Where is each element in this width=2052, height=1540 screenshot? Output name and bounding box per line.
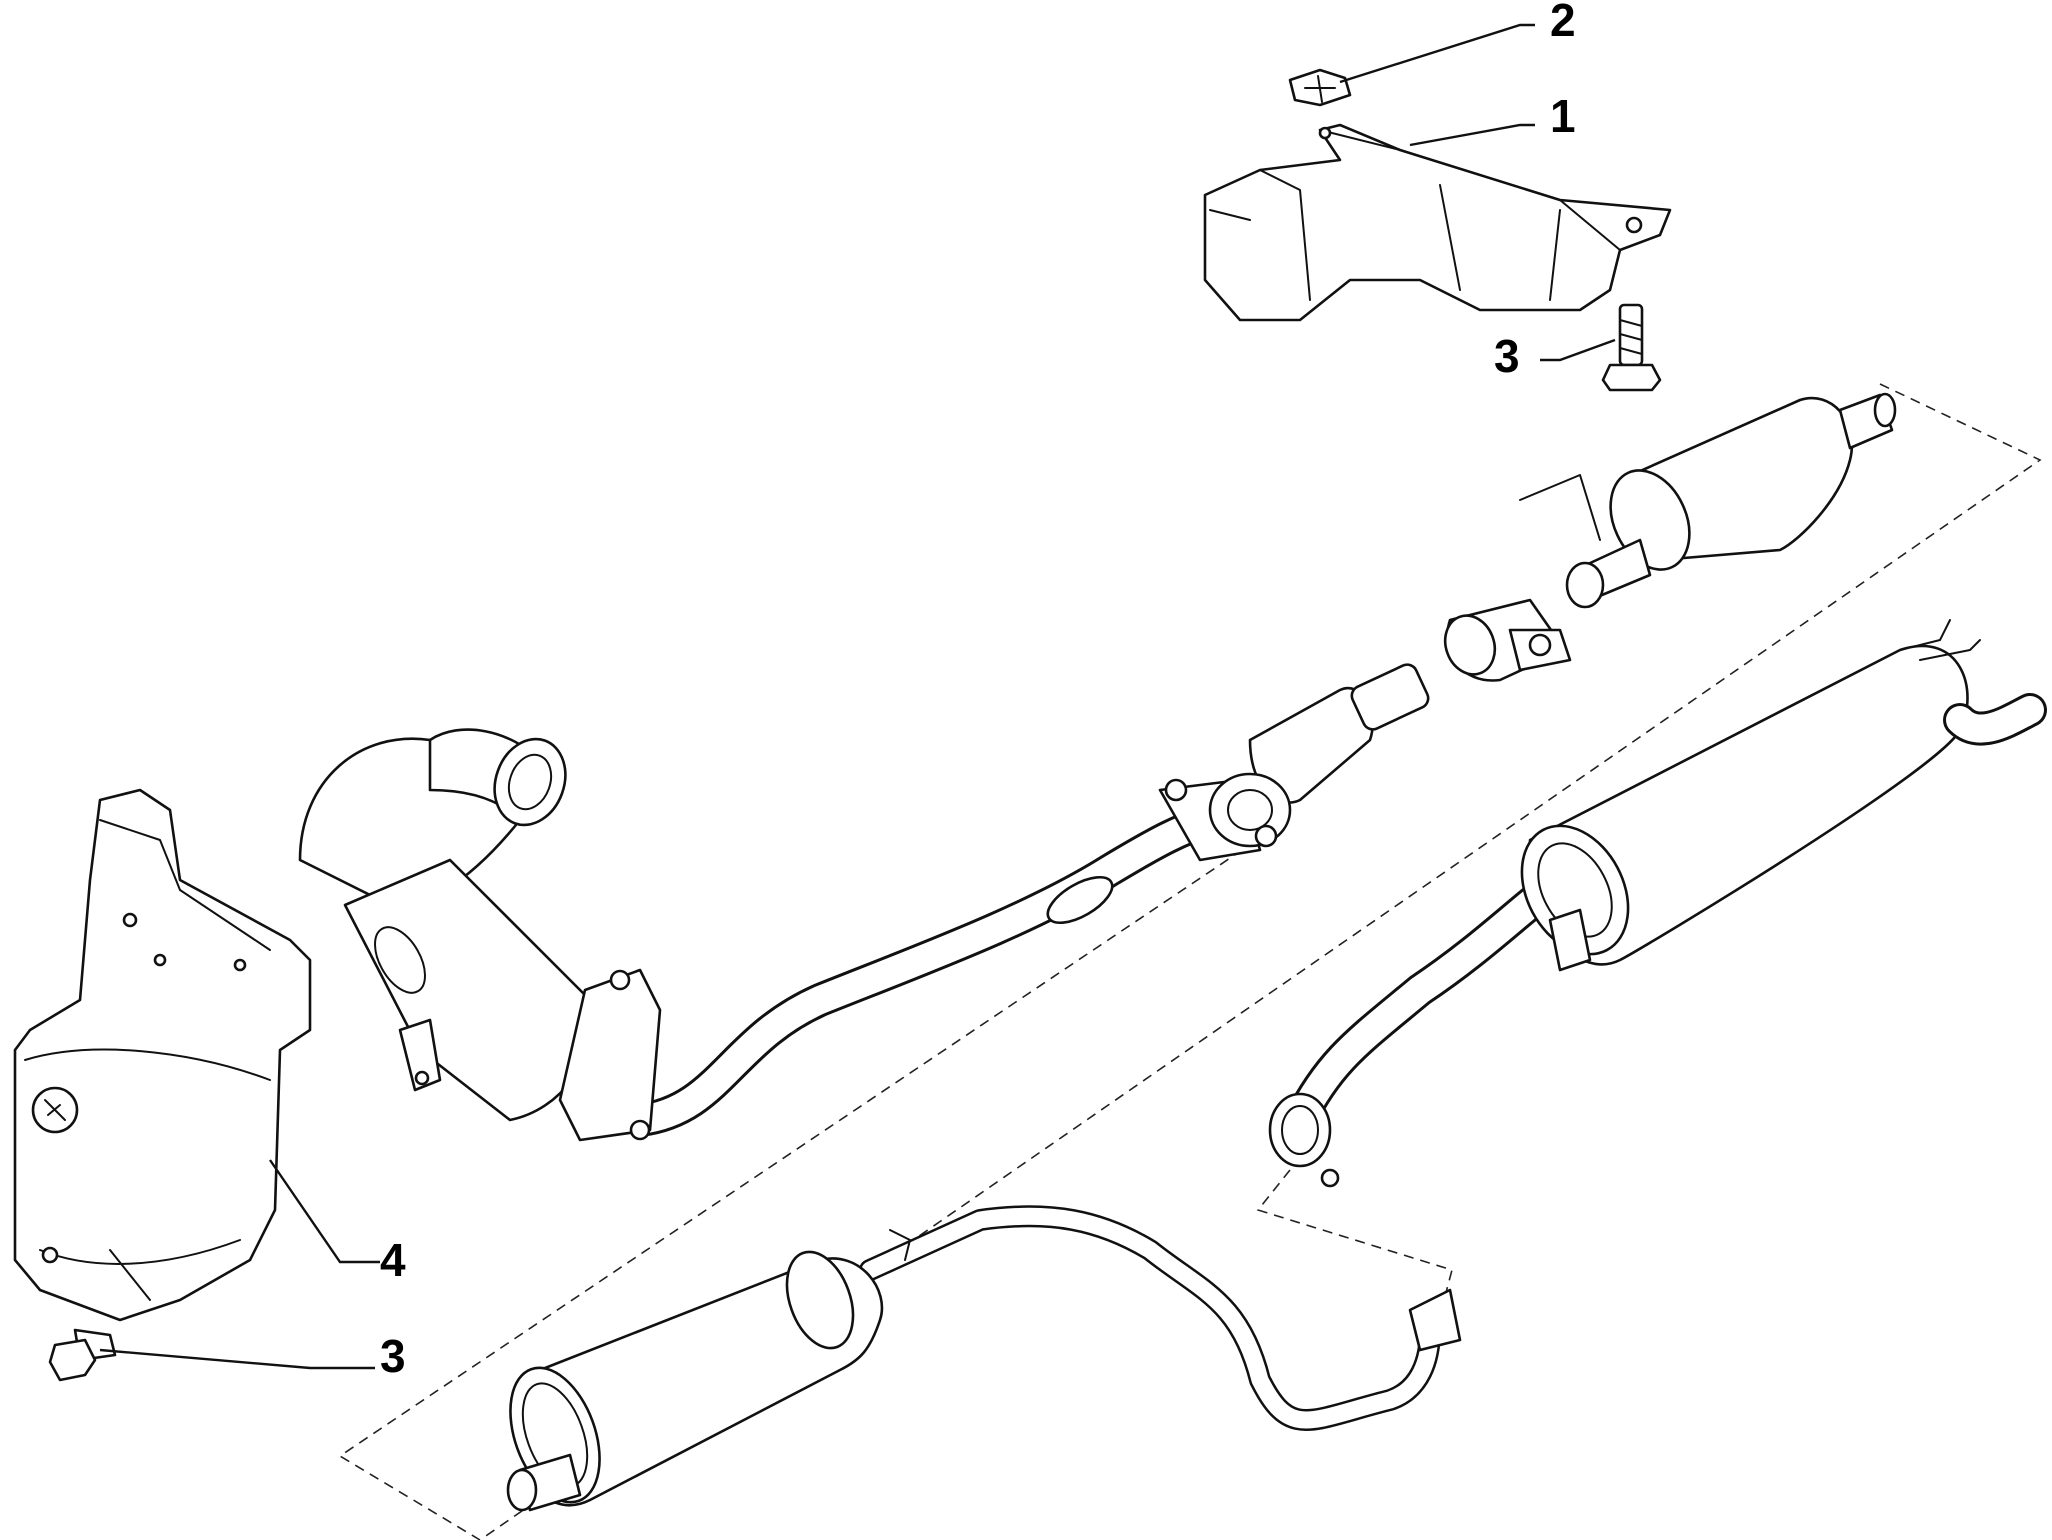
- callout-3-lower: 3: [380, 1330, 406, 1382]
- heat-shield-underbody[interactable]: [1203, 123, 1672, 322]
- callout-3-upper: 3: [1494, 330, 1520, 382]
- front-exhaust-pipe: [623, 663, 1430, 1137]
- callout-2: 2: [1550, 0, 1576, 46]
- heat-shield-manifold[interactable]: [13, 788, 312, 1322]
- downpipe-catalyst: [298, 728, 662, 1142]
- callout-leaders: [99, 23, 1616, 1370]
- pipe-clamp: [1443, 598, 1572, 682]
- bolt-lower[interactable]: [48, 1328, 117, 1382]
- centre-silencer: [506, 1205, 1462, 1512]
- intermediate-catalyst: [1519, 392, 1897, 609]
- callout-1: 1: [1550, 90, 1576, 142]
- bolt-upper[interactable]: [1601, 303, 1662, 392]
- callout-4: 4: [380, 1234, 406, 1286]
- speed-nut[interactable]: [1288, 68, 1352, 107]
- assembly-boundary: [338, 383, 2042, 1540]
- rear-silencer: [1268, 619, 2047, 1188]
